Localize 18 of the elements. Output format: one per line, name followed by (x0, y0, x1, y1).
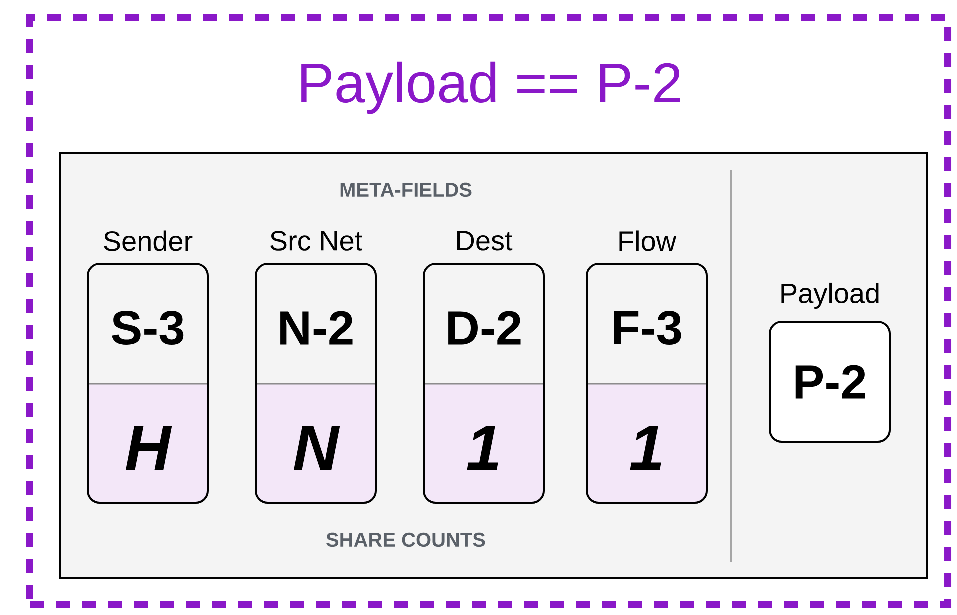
share-count: 1 (630, 426, 662, 470)
field-label: Payload (782, 282, 879, 310)
field-value: S-3 (112, 310, 184, 346)
share-count: 1 (467, 426, 498, 470)
field-value: P-2 (796, 365, 866, 399)
share-count: N (294, 426, 340, 470)
field-label: Dest (458, 231, 513, 251)
field-value: N-2 (280, 311, 353, 345)
dashed-frame (26, 14, 952, 608)
field-label: Flow (620, 230, 677, 252)
field-value: F-3 (614, 310, 682, 346)
share-count: H (126, 426, 172, 470)
section-heading: META-FIELDS (340, 182, 472, 198)
section-heading: SHARE COUNTS (326, 532, 486, 548)
field-label: Sender (104, 230, 193, 252)
field-value: D-2 (448, 311, 521, 345)
title: Payload == P-2 (302, 62, 680, 114)
field-label: Src Net (270, 231, 362, 251)
